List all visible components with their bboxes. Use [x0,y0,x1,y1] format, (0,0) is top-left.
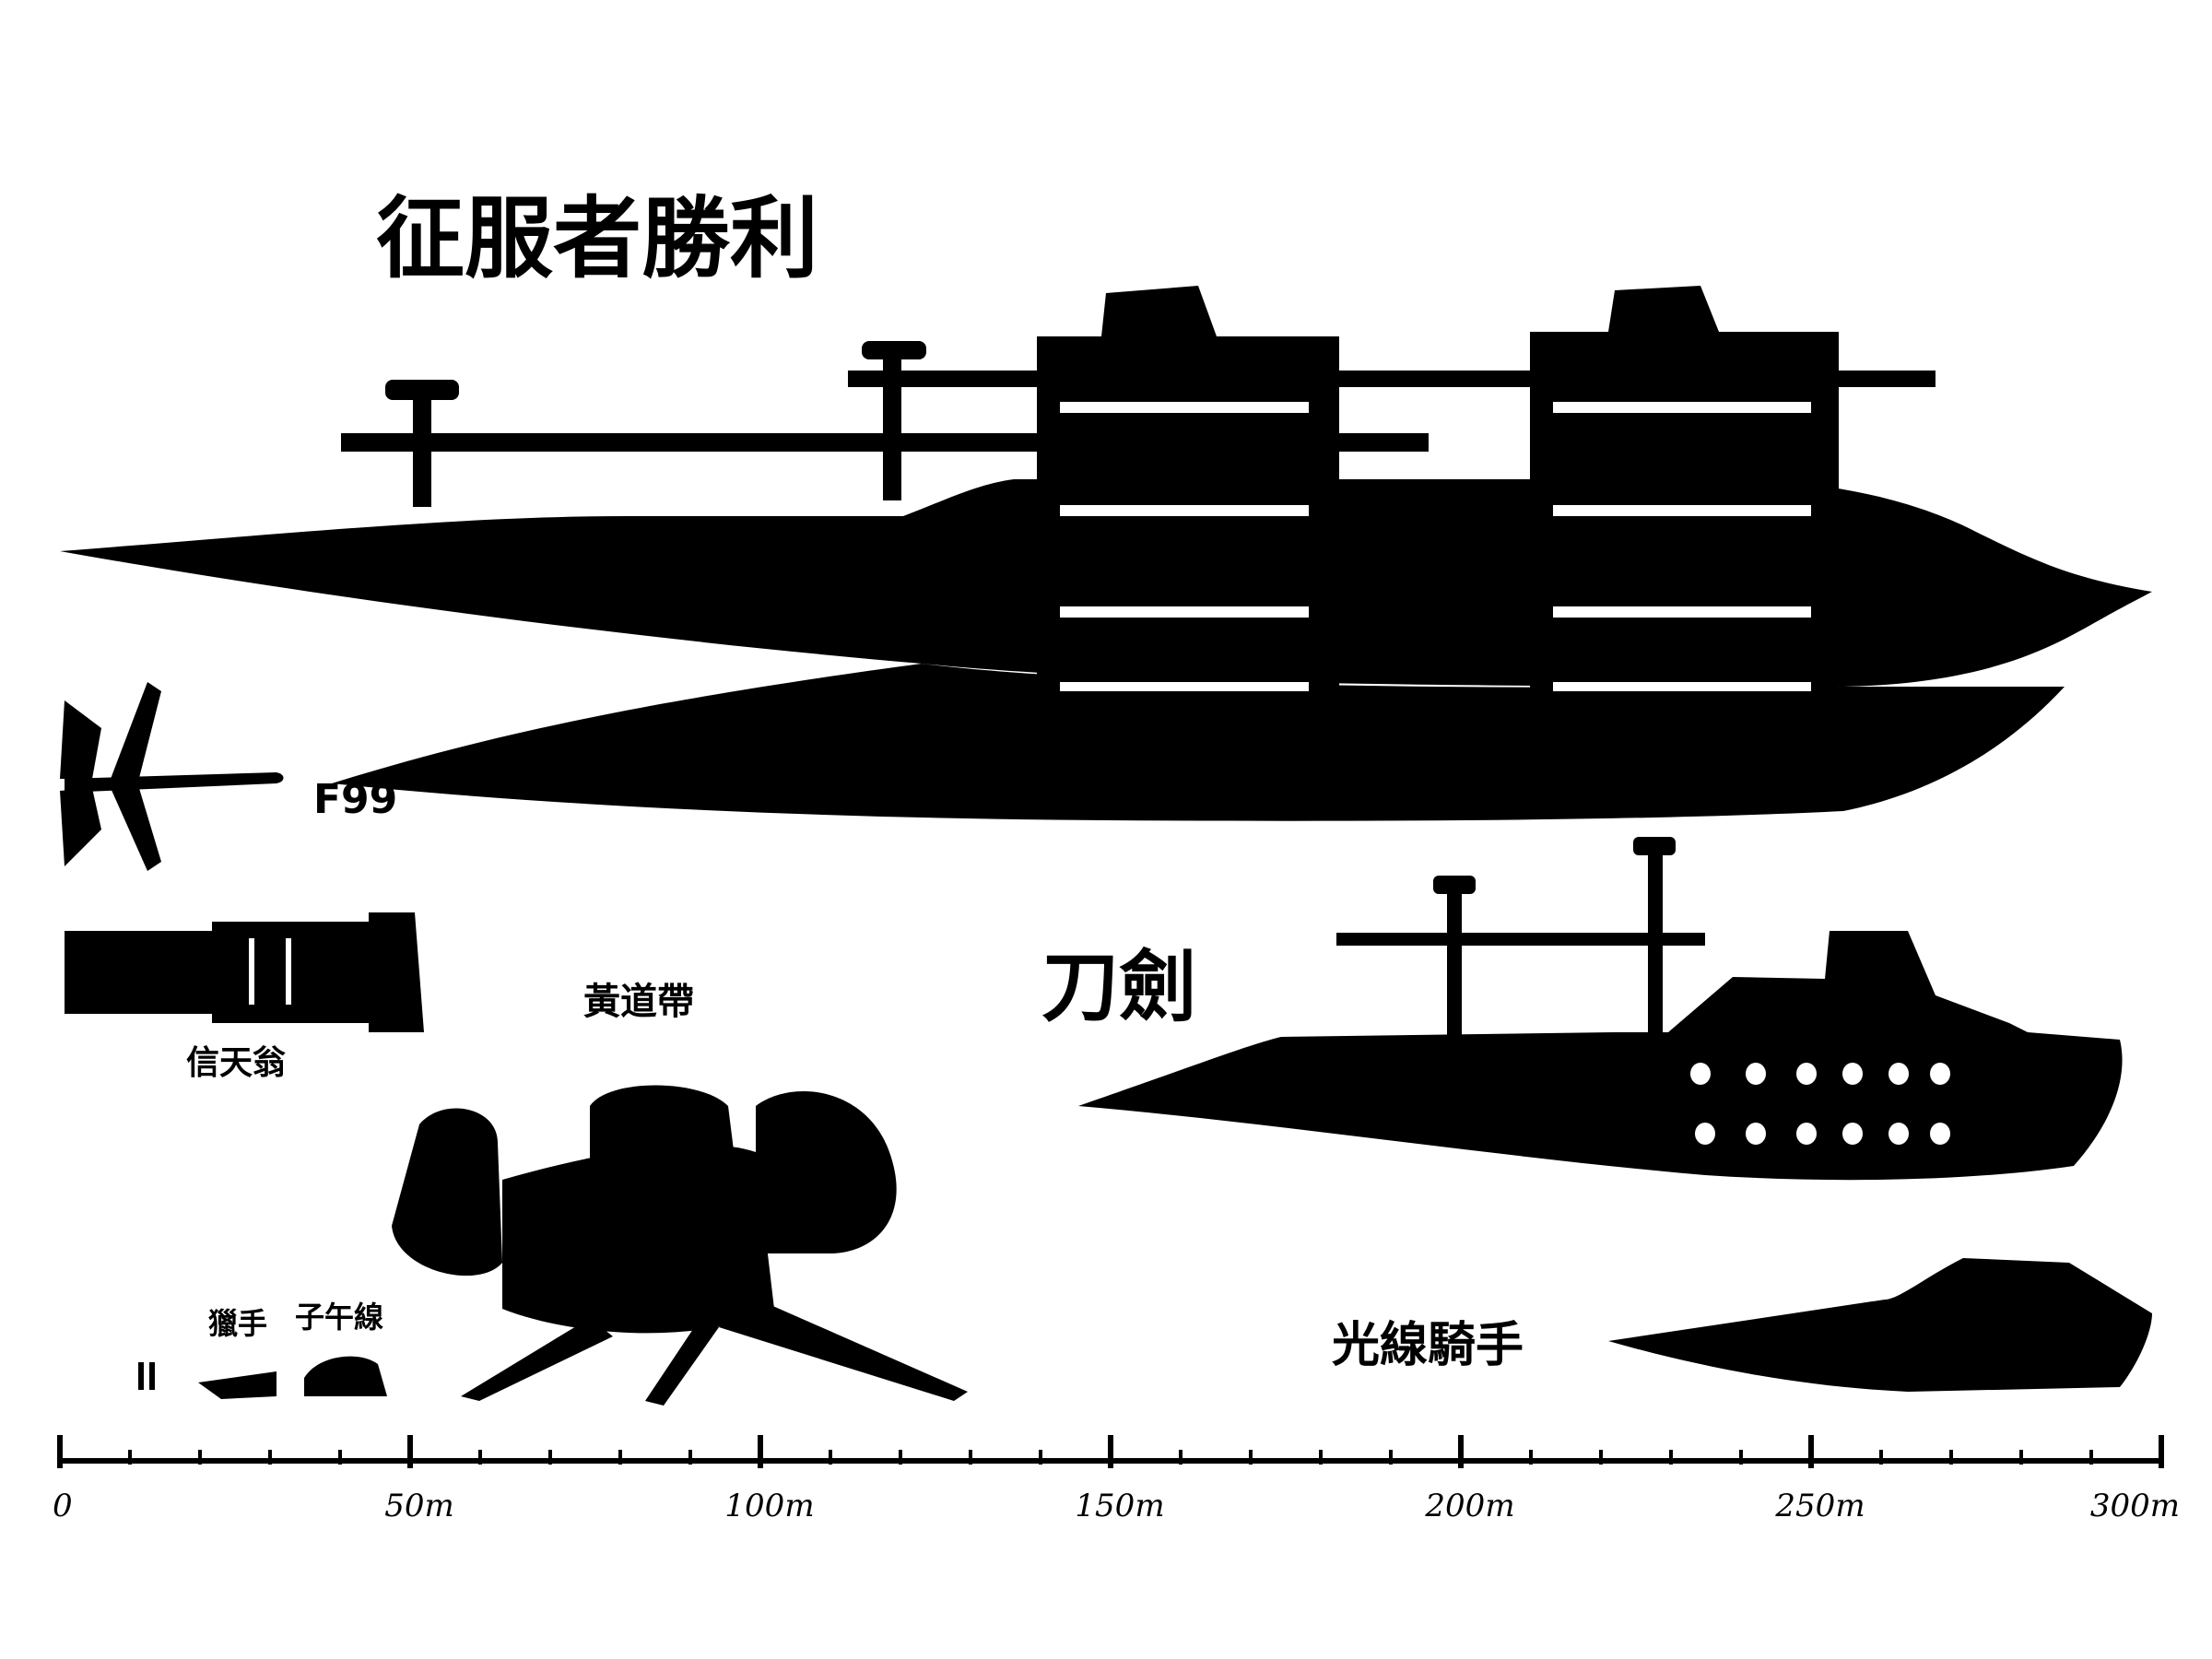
fighter-silhouette [60,682,284,871]
scale-tick-label: 0 [53,1488,73,1524]
meridian-silhouette [304,1356,387,1396]
lightrider-label: 光線騎手 [1332,1318,1524,1373]
probe-label: 信天翁 [186,1044,286,1082]
scale-tick-label: 200m [1424,1488,1514,1524]
scale-tick-label: 300m [2090,1488,2180,1524]
flagship-silhouette [60,286,2152,821]
flagship-label: 征服者勝利 [376,187,818,290]
fighter-label: F99 [313,776,397,823]
meridian-label: 子午線 [295,1300,383,1335]
blade-label: 刀劍 [1041,942,1196,1032]
scale-bar: 0 50m 100m 150m 200m 250m 300m [53,1435,2180,1524]
hunter-silhouette [138,1362,276,1399]
scale-tick-label: 150m [1075,1488,1164,1524]
scale-tick-label: 250m [1774,1488,1865,1524]
scale-tick-label: 50m [384,1488,454,1524]
blade-silhouette [1078,837,2123,1181]
zodiac-silhouette [392,1085,968,1406]
hunter-label: 獵手 [208,1306,267,1341]
lightrider-silhouette [1608,1258,2152,1392]
probe-silhouette [65,912,424,1032]
scale-tick-label: 100m [724,1488,814,1524]
zodiac-label: 黃道帶 [583,981,694,1023]
